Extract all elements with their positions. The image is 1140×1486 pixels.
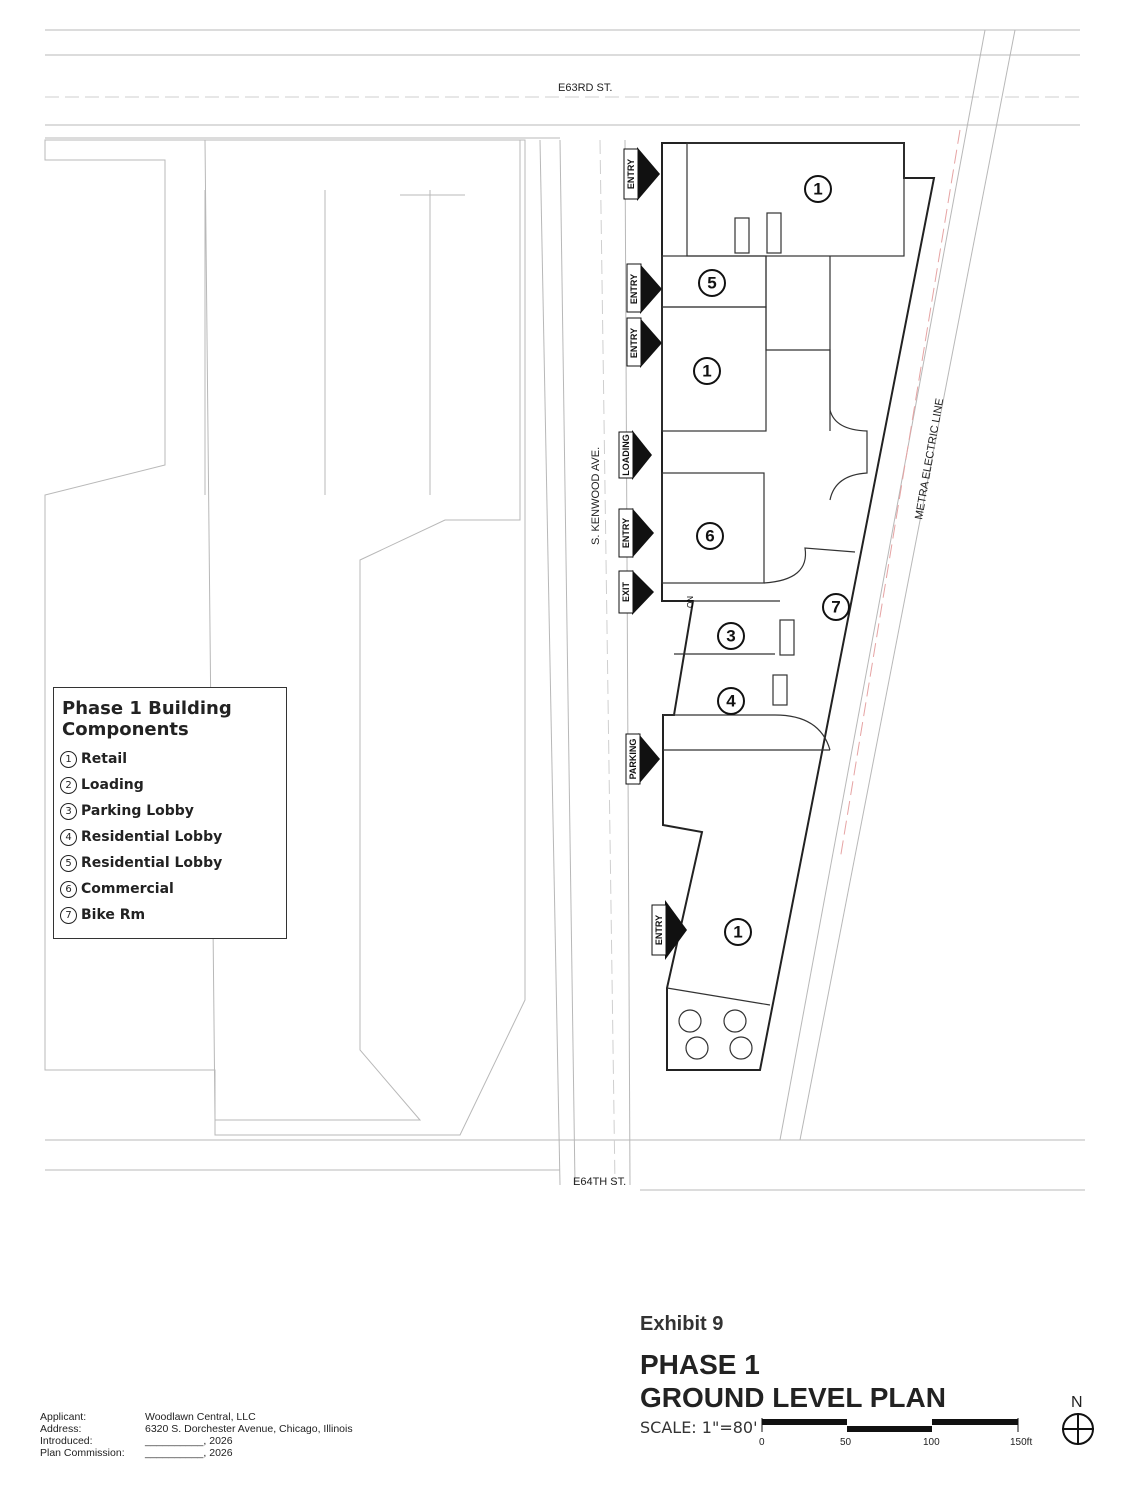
svg-text:LOADING: LOADING xyxy=(621,434,631,476)
street-label-e63rd: E63RD ST. xyxy=(558,82,612,94)
street-context xyxy=(45,29,1085,1191)
flag-exit: EXIT xyxy=(618,570,654,615)
plan-title: PHASE 1 GROUND LEVEL PLAN xyxy=(640,1349,946,1413)
svg-text:3: 3 xyxy=(726,627,735,646)
space-bike-room: 7 xyxy=(822,593,850,621)
space-residential-lobby-4: 4 xyxy=(717,687,745,715)
scale-label: SCALE: 1"=80' xyxy=(640,1418,758,1437)
scale-bar xyxy=(761,1418,1019,1432)
scale-tick: 0 xyxy=(759,1437,765,1448)
street-label-e64th: E64TH ST. xyxy=(573,1176,626,1188)
svg-text:ENTRY: ENTRY xyxy=(629,328,639,358)
applicant-info: Applicant:Woodlawn Central, LLC Address:… xyxy=(40,1411,353,1459)
north-label: N xyxy=(1071,1394,1083,1411)
flag-entry-1: ENTRY xyxy=(623,147,660,201)
svg-text:1: 1 xyxy=(702,362,711,381)
svg-text:6: 6 xyxy=(705,527,714,546)
svg-text:1: 1 xyxy=(813,180,822,199)
no-label: NO xyxy=(685,596,694,608)
svg-text:ENTRY: ENTRY xyxy=(654,915,664,945)
legend-title: Phase 1 Building Components xyxy=(62,698,232,740)
svg-text:ENTRY: ENTRY xyxy=(629,274,639,304)
space-parking-lobby: 3 xyxy=(717,622,745,650)
svg-text:EXIT: EXIT xyxy=(621,582,631,603)
flag-parking: PARKING xyxy=(625,733,660,785)
svg-text:7: 7 xyxy=(831,598,840,617)
space-residential-lobby-5: 5 xyxy=(698,269,726,297)
space-retail-middle: 1 xyxy=(693,357,721,385)
scale-tick: 150ft xyxy=(1010,1437,1033,1448)
exhibit-label: Exhibit 9 xyxy=(640,1313,724,1335)
flag-entry-5: ENTRY xyxy=(651,900,687,960)
street-label-kenwood: S. KENWOOD AVE. xyxy=(590,447,602,545)
space-retail-north: 1 xyxy=(804,175,832,203)
svg-text:PARKING: PARKING xyxy=(628,739,638,780)
flag-entry-3: ENTRY xyxy=(626,317,662,368)
access-flags: ENTRY ENTRY ENTRY LOADING ENTRY EXIT PAR… xyxy=(618,147,687,960)
svg-text:1: 1 xyxy=(733,923,742,942)
space-numbers: 1 5 1 6 7 3 4 1 xyxy=(693,175,850,946)
svg-text:ENTRY: ENTRY xyxy=(621,518,631,548)
flag-entry-2: ENTRY xyxy=(626,263,662,314)
space-retail-south: 1 xyxy=(724,918,752,946)
scale-tick: 50 xyxy=(840,1437,852,1448)
svg-text:4: 4 xyxy=(726,692,736,711)
rail-label-metra: METRA ELECTRIC LINE xyxy=(913,397,946,520)
scale-tick: 100 xyxy=(923,1437,940,1448)
flag-loading: LOADING xyxy=(618,430,652,480)
west-parking-lot xyxy=(44,139,526,1136)
svg-text:5: 5 xyxy=(707,274,716,293)
flag-entry-4: ENTRY xyxy=(618,508,654,558)
svg-text:ENTRY: ENTRY xyxy=(626,159,636,189)
building-footprint: NO xyxy=(661,142,936,1071)
space-commercial: 6 xyxy=(696,522,724,550)
north-arrow-icon xyxy=(1062,1413,1094,1445)
